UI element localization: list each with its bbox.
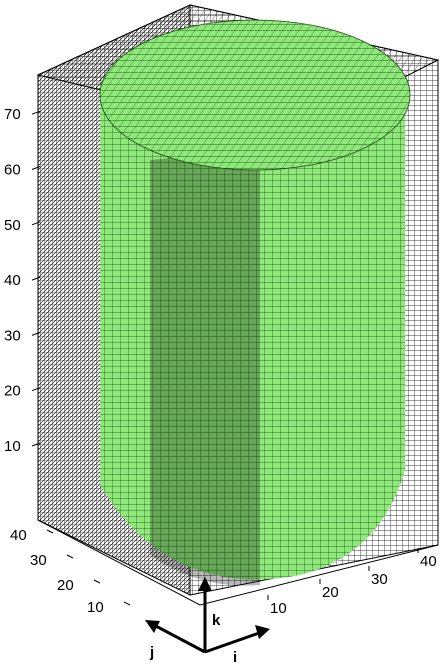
tick-mark <box>31 221 41 226</box>
vertical-axis: 10 20 30 40 50 60 70 <box>4 106 41 455</box>
i-label: i <box>233 649 237 664</box>
tick-label: 30 <box>371 571 388 588</box>
tick-mark <box>93 579 101 584</box>
tick-mark <box>31 166 41 170</box>
tick-mark <box>66 554 74 559</box>
tick-label: 10 <box>87 599 104 616</box>
tick-label: 60 <box>4 162 21 179</box>
tick-mark <box>31 442 41 447</box>
tick-label: 40 <box>10 527 27 544</box>
tick-label: 20 <box>57 577 74 594</box>
tick-mark <box>31 110 41 115</box>
tick-label: 30 <box>4 327 21 344</box>
tick-label: 50 <box>4 217 21 234</box>
i-arrow-icon <box>204 630 263 654</box>
k-label: k <box>212 612 221 629</box>
j-arrowhead-icon <box>145 620 160 633</box>
tick-label: 20 <box>322 584 339 601</box>
tick-label: 20 <box>4 383 21 400</box>
j-arrow-icon <box>151 622 206 654</box>
tick-mark <box>46 529 54 534</box>
j-label: j <box>149 644 154 661</box>
i-axis: 10 20 30 40 <box>267 548 437 617</box>
tick-mark <box>31 387 41 392</box>
cylinder-body-grid <box>100 80 405 580</box>
tick-label: 30 <box>30 552 47 569</box>
tick-label: 10 <box>4 438 21 455</box>
tick-mark <box>123 601 131 606</box>
i-arrowhead-icon <box>255 625 270 639</box>
tick-label: 70 <box>4 106 21 123</box>
tick-label: 40 <box>420 553 437 570</box>
cylinder-top-grid <box>100 20 410 170</box>
mesh-bottom-edge <box>37 519 439 606</box>
tick-label: 10 <box>270 600 287 617</box>
k-arrowhead-icon <box>198 577 212 591</box>
tick-mark <box>31 276 41 281</box>
tick-label: 40 <box>4 272 21 289</box>
direction-triad: k j i <box>145 577 270 666</box>
cylinder-shade <box>150 150 260 586</box>
tick-mark <box>31 331 41 336</box>
